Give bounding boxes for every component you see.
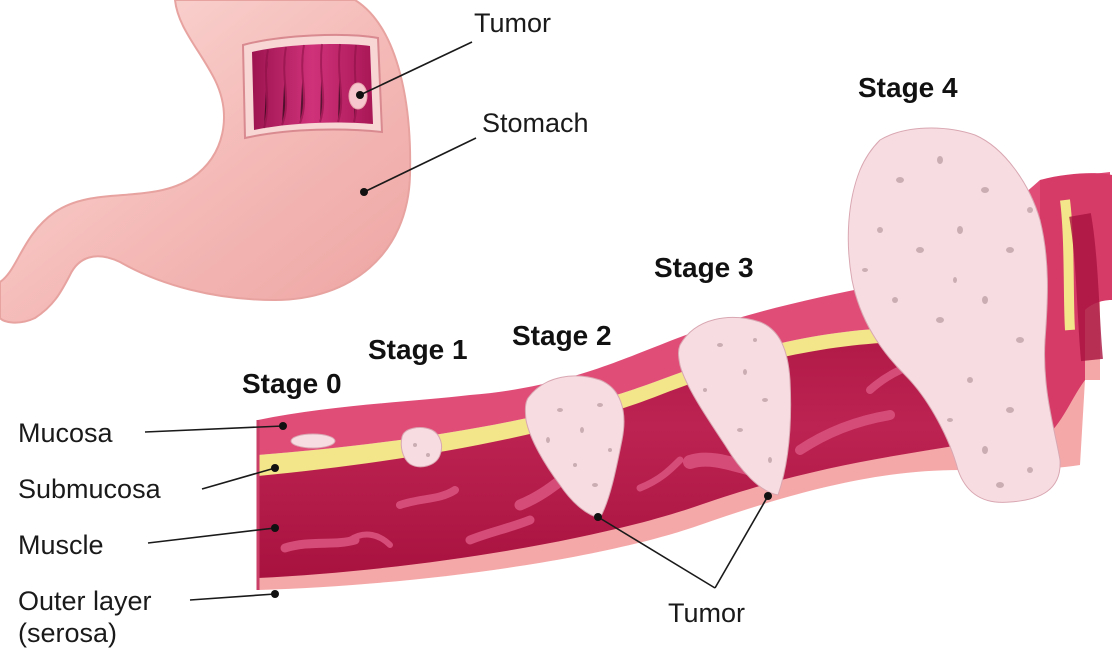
label-submucosa: Submucosa xyxy=(18,474,161,504)
submucosa-layer xyxy=(258,262,1085,476)
label-outer-layer: Outer layer xyxy=(18,586,152,616)
tumor-stage-2 xyxy=(524,375,625,519)
tumor-stage-3 xyxy=(678,316,792,496)
tumor-speckles xyxy=(413,156,1033,488)
label-tumor-bottom: Tumor xyxy=(668,598,746,628)
stomach-interior xyxy=(252,44,373,130)
label-stage-4: Stage 4 xyxy=(858,72,958,103)
tumor-stage-1 xyxy=(400,427,443,468)
tumor-stage-0 xyxy=(290,433,336,449)
label-stage-1: Stage 1 xyxy=(368,334,468,365)
label-stage-2: Stage 2 xyxy=(512,320,612,351)
muscle-layer xyxy=(258,275,1085,578)
label-muscle: Muscle xyxy=(18,530,104,560)
label-stomach: Stomach xyxy=(482,108,589,138)
leader-dots xyxy=(271,91,772,598)
label-serosa: (serosa) xyxy=(18,618,118,648)
leader-lines xyxy=(144,41,769,601)
label-stage-0: Stage 0 xyxy=(242,368,342,399)
label-stage-3: Stage 3 xyxy=(654,252,754,283)
label-mucosa: Mucosa xyxy=(18,418,113,448)
label-tumor-top: Tumor xyxy=(474,8,552,38)
stomach xyxy=(0,0,412,324)
tumors xyxy=(290,127,1061,519)
